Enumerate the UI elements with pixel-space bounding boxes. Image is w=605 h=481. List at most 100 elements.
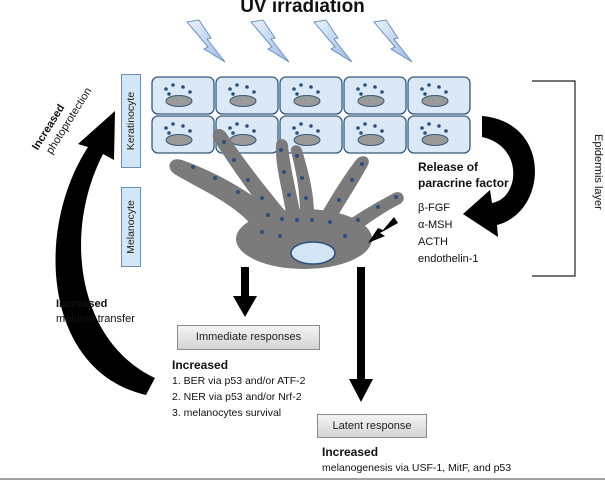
melanin-granule	[245, 124, 249, 128]
melanin-granule	[420, 87, 424, 91]
melanin-granule	[423, 131, 427, 135]
melanin-granule	[356, 126, 360, 130]
keratinocyte-cell	[151, 76, 215, 115]
keratinocyte-cell	[407, 115, 471, 154]
melanin-granule	[171, 122, 175, 126]
latent-heading: Increased	[322, 445, 379, 459]
keratinocyte-nucleus	[357, 134, 385, 146]
factor-amsh: α-MSH	[418, 219, 453, 231]
melanin-granule	[427, 122, 431, 126]
melanin-granule	[380, 90, 384, 94]
melanin-granule	[167, 92, 171, 96]
melanin-granule	[292, 126, 296, 130]
epidermis-bracket	[532, 80, 576, 277]
melanin-granule	[309, 124, 313, 128]
melanin-granule	[295, 92, 299, 96]
keratinocyte-nucleus	[421, 95, 449, 107]
uv-lightning-bolts	[186, 19, 413, 63]
melanocyte-nucleus	[290, 241, 336, 265]
immediate-responses-box: Immediate responses	[177, 325, 320, 350]
melanin-granule	[231, 131, 235, 135]
keratinocyte-nucleus	[229, 134, 257, 146]
melanin-granule	[363, 83, 367, 87]
melanin-granule	[292, 87, 296, 91]
melanin-granule	[309, 85, 313, 89]
diagram-title: UV irradiation	[240, 0, 365, 17]
keratinocyte-cell	[343, 76, 407, 115]
keratinocyte-nucleus	[357, 95, 385, 107]
immediate-down-arrow	[233, 267, 257, 317]
melanin-granule	[373, 85, 377, 89]
keratinocyte-cell	[407, 76, 471, 115]
epidermis-layer-label: Epidermis layer	[592, 134, 604, 210]
melanin-granule	[359, 131, 363, 135]
keratinocyte-cell	[215, 76, 279, 115]
melanin-granule	[316, 90, 320, 94]
melanocyte-body	[236, 209, 372, 269]
melanin-granule	[380, 129, 384, 133]
paracrine-curved-arrow	[463, 116, 535, 237]
keratinocyte-layer	[151, 76, 471, 154]
keratinocyte-cell	[343, 115, 407, 154]
factor-acth: ACTH	[418, 236, 448, 248]
melanin-granule	[167, 131, 171, 135]
keratinocyte-nucleus	[165, 134, 193, 146]
keratinocyte-cell	[279, 115, 343, 154]
melanin-granule	[164, 126, 168, 130]
melanin-granule	[188, 129, 192, 133]
melanin-granule	[363, 122, 367, 126]
melanocyte	[169, 129, 404, 269]
factor-endothelin: endothelin-1	[418, 253, 479, 265]
melanin-granule	[299, 122, 303, 126]
melanocyte-label: Melanocyte	[121, 187, 141, 267]
immediate-item-1: 1. BER via p53 and/or ATF-2	[172, 375, 306, 387]
melanin-granule	[356, 87, 360, 91]
melanin-granule	[444, 129, 448, 133]
melanin-granule	[228, 87, 232, 91]
melanin-granule	[235, 83, 239, 87]
keratinocyte-cell	[279, 76, 343, 115]
melanocyte-dendrite	[212, 129, 286, 218]
factor-bfgf: β-FGF	[418, 202, 450, 214]
keratinocyte-nucleus	[229, 95, 257, 107]
melanin-granule	[437, 85, 441, 89]
melanin-granule	[295, 131, 299, 135]
lightning-bolt-icon	[250, 19, 290, 63]
melanin-granule	[420, 126, 424, 130]
melanin-granule	[231, 92, 235, 96]
melanin-granule	[359, 92, 363, 96]
lightning-bolt-icon	[186, 19, 226, 63]
melanin-granule	[373, 124, 377, 128]
melanin-granule	[316, 129, 320, 133]
melanin-granule	[164, 87, 168, 91]
keratinocyte-nucleus	[421, 134, 449, 146]
melanin-transfer-heading: Increased	[56, 298, 108, 310]
latent-text: melanogenesis via USF-1, MitF, and p53	[322, 462, 512, 474]
melanin-granule	[252, 90, 256, 94]
melanin-granule	[188, 90, 192, 94]
lightning-bolt-icon	[313, 19, 353, 63]
melanin-granule	[228, 126, 232, 130]
melanin-transfer-text: melanin transfer	[56, 313, 135, 325]
immediate-item-3: 3. melanocytes survival	[172, 407, 282, 419]
melanin-granule	[181, 85, 185, 89]
melanosome-dots	[191, 140, 398, 238]
melanin-granule	[235, 122, 239, 126]
keratinocyte-nucleus	[293, 134, 321, 146]
immediate-item-2: 2. NER via p53 and/or Nrf-2	[172, 391, 302, 403]
latent-response-box: Latent response	[317, 414, 427, 438]
photoprotection-curved-arrow	[55, 111, 155, 395]
melanin-granule	[423, 92, 427, 96]
keratinocyte-nucleus	[293, 95, 321, 107]
melanin-granule	[427, 83, 431, 87]
melanin-granule	[437, 124, 441, 128]
immediate-heading: Increased	[172, 358, 229, 372]
melanin-granule	[245, 85, 249, 89]
melanin-granule	[171, 83, 175, 87]
melanin-granule	[181, 124, 185, 128]
lightning-bolt-icon	[373, 19, 413, 63]
factor-arrow	[368, 217, 398, 243]
latent-down-arrow	[349, 267, 373, 402]
melanin-granule	[444, 90, 448, 94]
